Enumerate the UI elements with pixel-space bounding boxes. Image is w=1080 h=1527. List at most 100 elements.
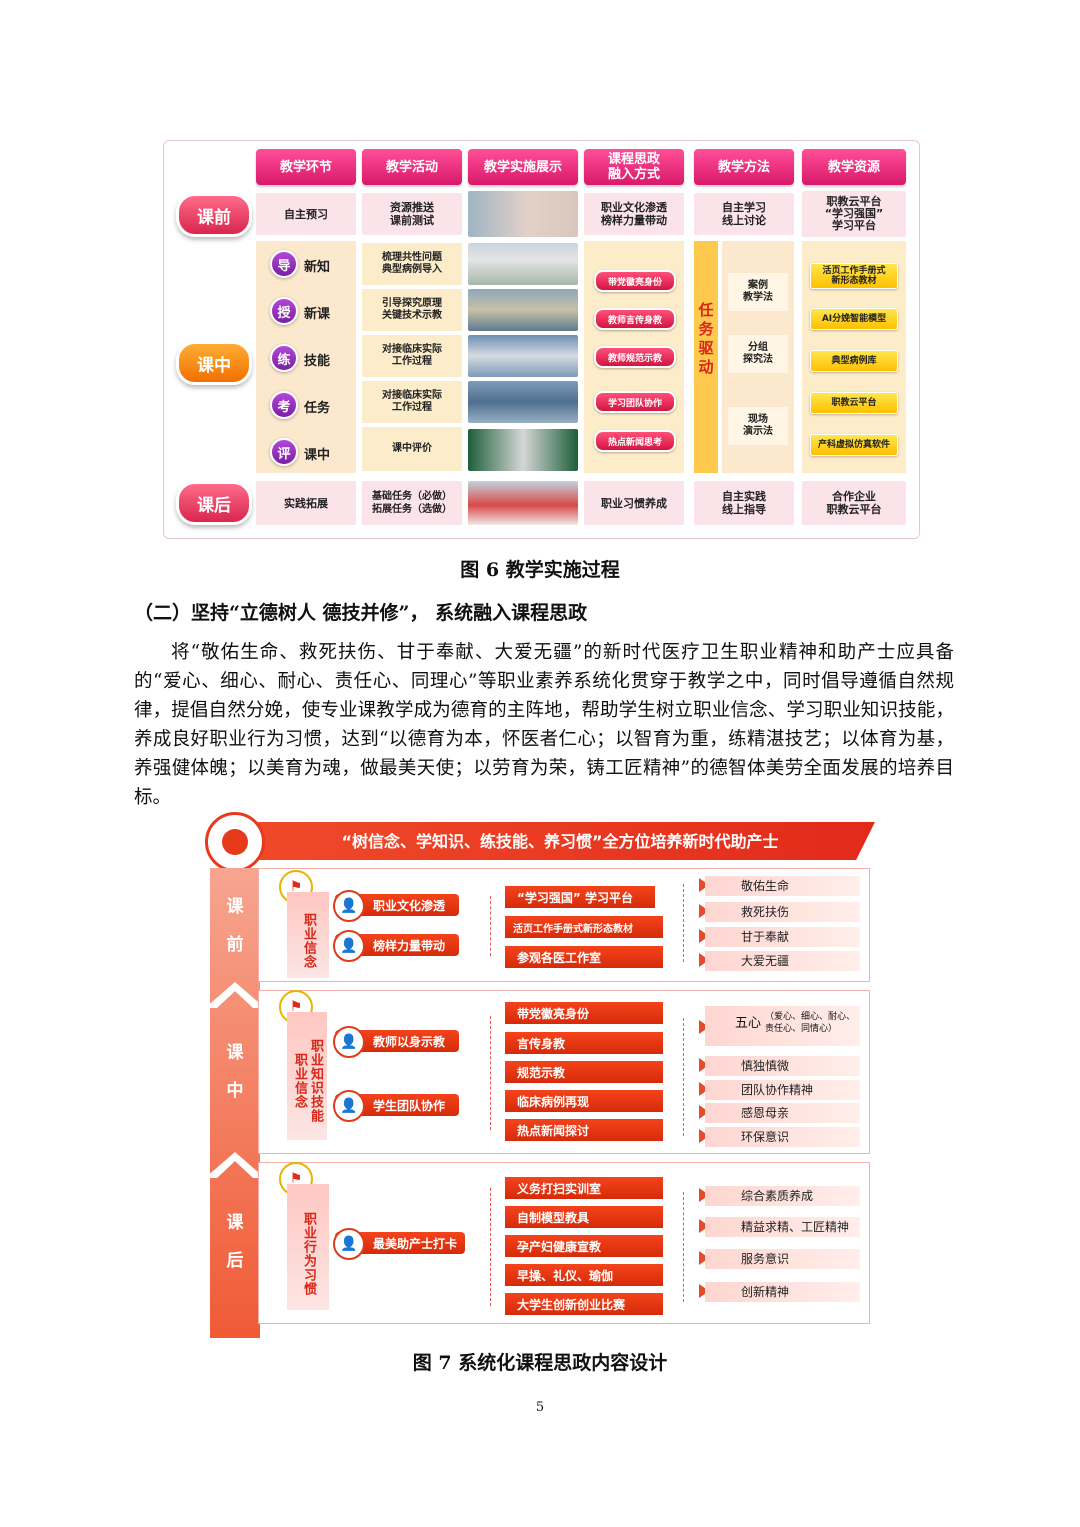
pill-best-midwife-text: 最美助产士打卡 bbox=[373, 1236, 458, 1251]
connector bbox=[490, 1188, 491, 1306]
step-test-icon: 考 bbox=[270, 391, 298, 419]
arrow-icon bbox=[699, 878, 709, 892]
task-driven-label: 任务驱动 bbox=[698, 301, 714, 376]
during-vertical-label: 职业信念职业知识技能 bbox=[287, 1012, 327, 1140]
banner-text: “树信念、学知识、练技能、养习惯”全方位培养新时代助产士 bbox=[341, 832, 779, 851]
phase-before: 课 前 bbox=[226, 897, 244, 955]
arrow-icon bbox=[699, 1020, 709, 1034]
before-item-1: “学习强国” 学习平台 bbox=[505, 886, 655, 908]
during-item-4: 临床病例再现 bbox=[505, 1090, 663, 1112]
pill-student-team-text: 学生团队协作 bbox=[373, 1098, 446, 1113]
after-resource: 合作企业 职教云平台 bbox=[802, 481, 906, 525]
during-activity-1: 梳理共性问题 典型病例导入 bbox=[362, 243, 462, 285]
during-value-five-hearts: 五心 （爱心、细心、耐心、 责任心、同情心） bbox=[705, 1006, 860, 1046]
resource-workbook: 活页工作手册式 新形态教材 bbox=[810, 263, 898, 289]
person-card-icon: 👤 bbox=[333, 1090, 365, 1122]
before-ideology: 职业文化渗透 榜样力量带动 bbox=[584, 193, 684, 235]
during-item-1: 带党徽亮身份 bbox=[505, 1002, 663, 1024]
method-case: 案例 教学法 bbox=[728, 273, 788, 311]
section-heading: （二）坚持“立德树人 德技并修”， 系统融入课程思政 bbox=[134, 602, 588, 624]
step-teach-icon: 授 bbox=[270, 297, 298, 325]
during-photo-1 bbox=[468, 243, 578, 285]
arrow-icon bbox=[699, 953, 709, 967]
arrow-icon bbox=[699, 1188, 709, 1202]
arrow-icon bbox=[699, 1251, 709, 1265]
arrow-icon bbox=[699, 904, 709, 918]
after-value-2: 精益求精、工匠精神 bbox=[705, 1217, 860, 1237]
before-resource: 职教云平台 “学习强国” 学习平台 bbox=[802, 191, 906, 237]
header-teaching-activity: 教学活动 bbox=[362, 149, 462, 185]
arrow-icon bbox=[699, 1105, 709, 1119]
arrow-icon bbox=[699, 1284, 709, 1298]
connector bbox=[683, 1018, 684, 1136]
after-vertical-label: 职业行为习惯 bbox=[287, 1184, 329, 1310]
during-value-4: 环保意识 bbox=[705, 1127, 860, 1147]
during-item-5: 热点新闻探讨 bbox=[505, 1119, 663, 1141]
pill-teacher-example: 👤教师以身示教 bbox=[333, 1026, 459, 1058]
after-item-2: 自制模型教具 bbox=[505, 1206, 663, 1228]
before-value-1: 敬佑生命 bbox=[705, 876, 860, 896]
person-card-icon: 👤 bbox=[333, 1026, 365, 1058]
after-item-3: 孕产妇健康宣教 bbox=[505, 1235, 663, 1257]
before-item-3: 参观各医工作室 bbox=[505, 946, 663, 968]
pill-culture-text: 职业文化渗透 bbox=[373, 898, 446, 913]
during-photo-2 bbox=[468, 289, 578, 331]
during-activity-5: 课中评价 bbox=[362, 427, 462, 471]
during-activity-3: 对接临床实际 工作过程 bbox=[362, 335, 462, 377]
during-value-2: 团队协作精神 bbox=[705, 1080, 860, 1100]
phase-before-class: 课前 bbox=[176, 193, 252, 237]
step-skill: 技能 bbox=[304, 354, 331, 369]
resource-ai-model: AI分娩智能模型 bbox=[810, 308, 898, 330]
resource-virtual-sim: 产科虚拟仿真软件 bbox=[810, 434, 898, 456]
five-hearts-note: （爱心、细心、耐心、 责任心、同情心） bbox=[765, 1012, 856, 1034]
before-value-2: 救死扶伤 bbox=[705, 902, 860, 922]
phase-column bbox=[210, 868, 260, 1338]
during-activity-2: 引导探究原理 关键技术示教 bbox=[362, 289, 462, 331]
after-method: 自主实践 线上指导 bbox=[694, 481, 794, 525]
teaching-process-figure: 教学环节 教学活动 教学实施展示 课程思政 融入方式 教学方法 教学资源 课前 … bbox=[163, 140, 920, 539]
figure-6-caption: 图 6 教学实施过程 bbox=[460, 559, 620, 581]
arrow-icon bbox=[699, 1219, 709, 1233]
ideology-teacher-example: 教师言传身教 bbox=[594, 308, 676, 330]
step-practice-icon: 练 bbox=[270, 344, 298, 372]
method-demo: 现场 演示法 bbox=[728, 407, 788, 445]
before-value-4: 大爱无疆 bbox=[705, 951, 860, 971]
phase-during: 课 中 bbox=[226, 1043, 244, 1101]
after-ideology: 职业习惯养成 bbox=[584, 481, 684, 525]
ideology-team-work: 学习团队协作 bbox=[594, 391, 676, 413]
header-ideology-method: 课程思政 融入方式 bbox=[584, 149, 684, 185]
pill-culture: 👤 职业文化渗透 bbox=[333, 890, 459, 922]
person-card-icon: 👤 bbox=[333, 930, 365, 962]
before-value-3: 甘于奉献 bbox=[705, 927, 860, 947]
during-value-3: 感恩母亲 bbox=[705, 1103, 860, 1123]
body-paragraph: 将“敬佑生命、救死扶伤、甘于奉献、大爱无疆”的新时代医疗卫生职业精神和助产士应具… bbox=[134, 642, 954, 808]
nurse-avatar-icon bbox=[205, 812, 265, 872]
before-item-2: 活页工作手册式新形态教材 bbox=[505, 916, 663, 938]
after-item-1: 义务打扫实训室 bbox=[505, 1177, 663, 1199]
step-new-knowledge: 新知 bbox=[304, 260, 331, 275]
person-card-icon: 👤 bbox=[333, 890, 365, 922]
before-link: 自主预习 bbox=[256, 193, 356, 235]
arrow-icon bbox=[699, 1058, 709, 1072]
before-method: 自主学习 线上讨论 bbox=[694, 193, 794, 235]
header-teaching-method: 教学方法 bbox=[694, 149, 794, 185]
header-teaching-link: 教学环节 bbox=[256, 149, 356, 185]
during-photo-3 bbox=[468, 335, 578, 377]
before-vertical-label: 职业信念 bbox=[287, 892, 329, 978]
page-number: 5 bbox=[535, 1400, 545, 1415]
task-driven-bar bbox=[694, 241, 718, 473]
five-hearts-label: 五心 bbox=[735, 1016, 762, 1031]
step-evaluate-icon: 评 bbox=[270, 438, 298, 466]
ideology-news-thinking: 热点新闻思考 bbox=[594, 430, 676, 452]
before-activity: 资源推送 课前测试 bbox=[362, 193, 462, 235]
during-item-2: 言传身教 bbox=[505, 1032, 663, 1054]
after-value-3: 服务意识 bbox=[705, 1249, 860, 1269]
during-activity-4: 对接临床实际 工作过程 bbox=[362, 381, 462, 423]
step-guide-icon: 导 bbox=[270, 250, 298, 278]
phase-during-class: 课中 bbox=[176, 341, 252, 385]
connector bbox=[683, 1192, 684, 1302]
after-link: 实践拓展 bbox=[256, 481, 356, 525]
after-value-4: 创新精神 bbox=[705, 1282, 860, 1302]
step-in-class: 课中 bbox=[304, 448, 331, 463]
phase-after: 课 后 bbox=[226, 1213, 244, 1271]
